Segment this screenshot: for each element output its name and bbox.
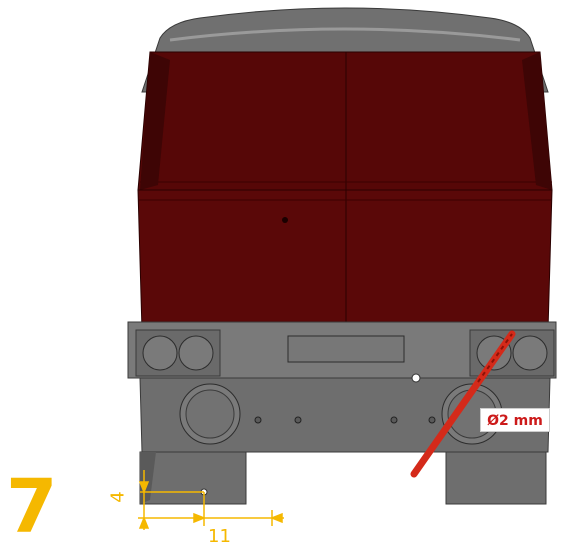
side-pillar-left	[140, 52, 170, 190]
lamp-left-inner	[178, 335, 214, 371]
step-number: 7	[6, 464, 58, 550]
rivet-1	[254, 416, 262, 424]
foot-left	[139, 451, 247, 505]
foot-right	[445, 451, 547, 505]
side-pillar-right	[522, 52, 552, 190]
lamp-right-outer	[512, 335, 548, 371]
lower-cab	[137, 189, 553, 331]
dimension-lines	[138, 470, 284, 530]
buffer-left-inner	[185, 389, 235, 439]
rivet-3	[390, 416, 398, 424]
coupler-hole	[411, 373, 421, 383]
vertical-dimension-label: 4	[107, 491, 129, 503]
lamp-left-outer	[142, 335, 178, 371]
cab-hole	[282, 217, 288, 223]
upper-cab	[137, 51, 553, 191]
rivet-4	[428, 416, 436, 424]
drill-size-label: Ø2 mm	[480, 408, 550, 432]
horizontal-dimension-label: 11	[208, 526, 231, 547]
drill-bit	[410, 330, 516, 478]
number-plate	[287, 335, 405, 363]
roof-highlight	[169, 27, 521, 42]
rivet-2	[294, 416, 302, 424]
